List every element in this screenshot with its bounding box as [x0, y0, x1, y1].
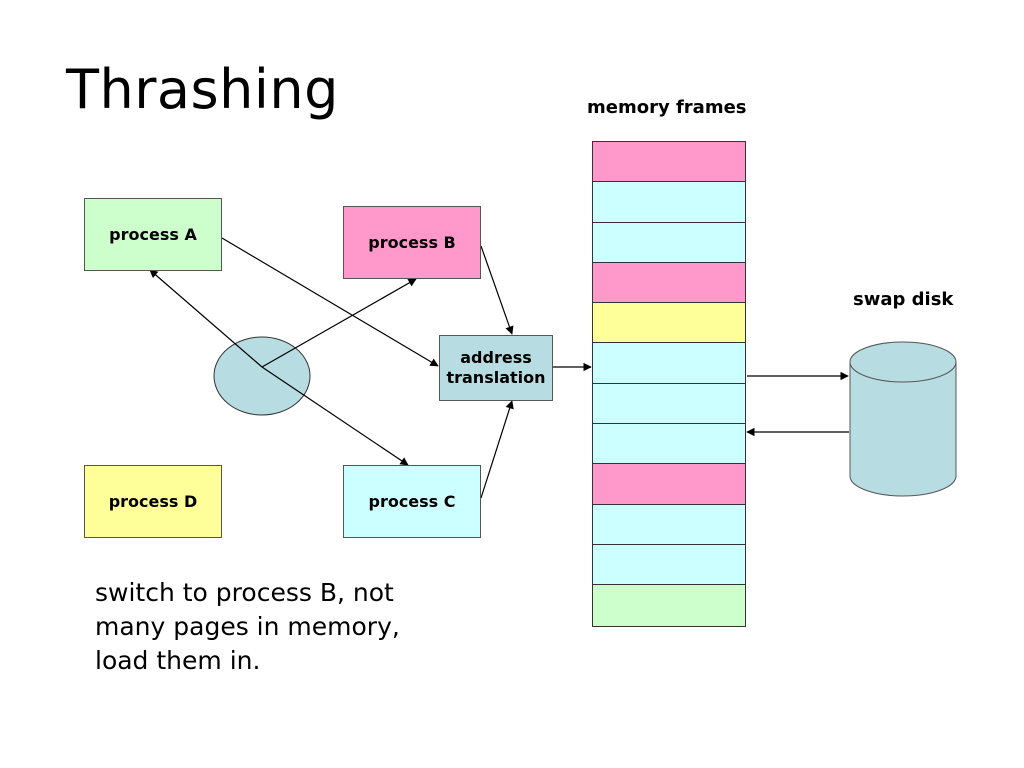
slide-title: Thrashing [66, 58, 339, 121]
caption-line-1: switch to process B, not [95, 578, 394, 607]
process-c-box: process C [343, 465, 481, 538]
process-d-box: process D [84, 465, 222, 538]
address-translation-line1: address [460, 348, 532, 367]
process-b-label: process B [368, 233, 456, 252]
memory-frame [593, 585, 745, 626]
memory-frame [593, 262, 745, 304]
swap-disk-icon [849, 341, 957, 497]
caption-text: switch to process B, not many pages in m… [95, 576, 415, 678]
memory-frame [593, 544, 745, 586]
arrow-to-process-c [261, 366, 409, 466]
arrow-to-process-b [261, 278, 417, 368]
arrow-c-to-translation [480, 400, 514, 499]
memory-frame [593, 383, 745, 425]
memory-frame [593, 464, 745, 505]
arrow-to-process-a [149, 269, 263, 368]
scheduler-ellipse [213, 336, 311, 416]
memory-frame [593, 303, 745, 344]
arrow-b-to-translation [480, 245, 514, 335]
arrow-a-to-translation [221, 237, 439, 367]
memory-frame [593, 504, 745, 545]
memory-frame [593, 222, 745, 263]
memory-frame [593, 424, 745, 465]
process-a-box: process A [84, 198, 222, 271]
memory-frame [593, 142, 745, 183]
address-translation-box: address translation [439, 335, 553, 401]
process-b-box: process B [343, 206, 481, 279]
process-d-label: process D [108, 492, 198, 511]
memory-frame [593, 343, 745, 384]
process-a-label: process A [109, 225, 197, 244]
memory-frames-label: memory frames [587, 97, 747, 118]
memory-frame [593, 182, 745, 223]
caption-line-3: load them in. [95, 646, 261, 675]
process-c-label: process C [368, 492, 456, 511]
memory-frames-column [592, 141, 746, 627]
address-translation-line2: translation [446, 368, 546, 387]
swap-disk-label: swap disk [853, 289, 954, 310]
caption-line-2: many pages in memory, [95, 612, 400, 641]
